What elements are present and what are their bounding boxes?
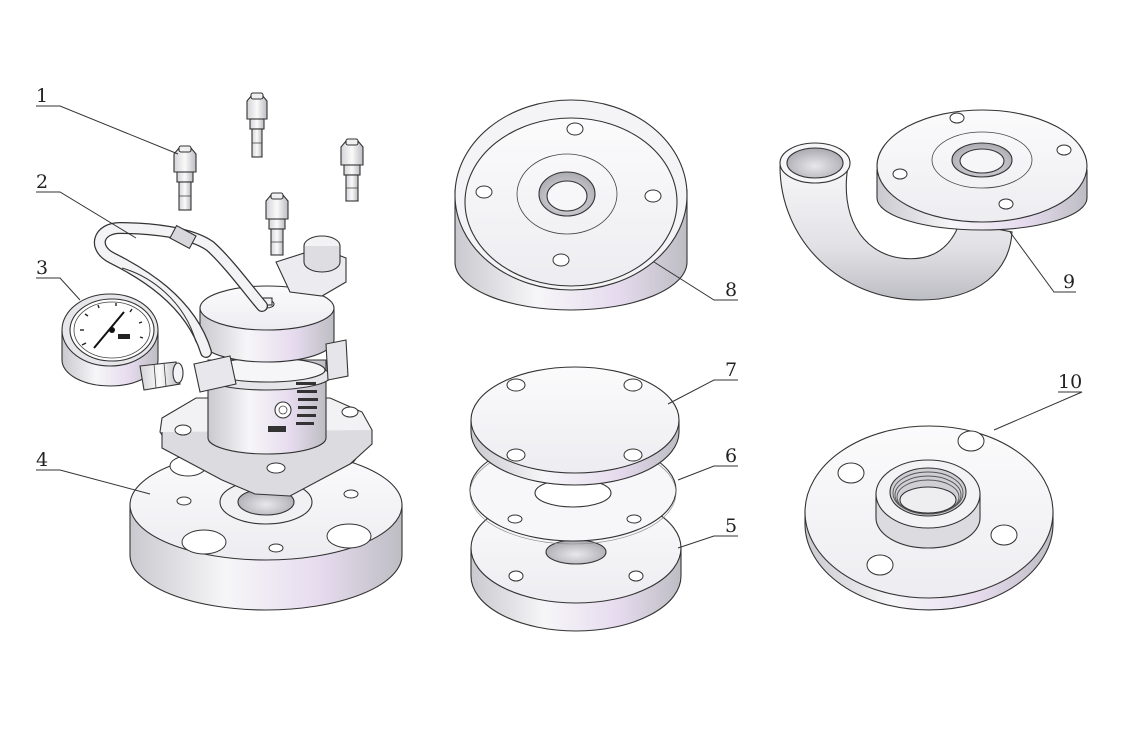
callout-3: 3	[36, 257, 48, 279]
callout-2: 2	[36, 171, 48, 193]
cup-flange	[454, 99, 688, 311]
callout-8: 8	[725, 279, 737, 301]
callout-7: 7	[725, 359, 737, 381]
callout-9: 9	[1063, 271, 1075, 293]
nameplate-marks	[268, 382, 318, 432]
callout-10: 10	[1058, 371, 1082, 393]
callout-4: 4	[36, 449, 48, 471]
bolt-icon	[340, 138, 364, 202]
bolt-icon	[265, 192, 289, 256]
bolt-set	[173, 92, 364, 256]
bolt-icon	[246, 92, 268, 158]
leader-lines	[36, 105, 1083, 549]
blind-plate	[470, 366, 680, 486]
callout-6: 6	[725, 445, 737, 467]
callout-1: 1	[36, 85, 48, 107]
callout-5: 5	[725, 515, 737, 537]
threaded-flange	[804, 425, 1054, 611]
seal-body	[159, 235, 373, 497]
pressure-gauge	[61, 293, 184, 391]
flange-icon	[804, 425, 1054, 611]
callout-labels: 1 2 3 4 5 6 7 8 9 10	[36, 85, 1082, 537]
bolt-icon	[173, 145, 197, 211]
pipe-elbow-icon	[779, 142, 1013, 301]
elbow-flange	[779, 109, 1088, 301]
gauge-dial-icon	[73, 301, 151, 359]
